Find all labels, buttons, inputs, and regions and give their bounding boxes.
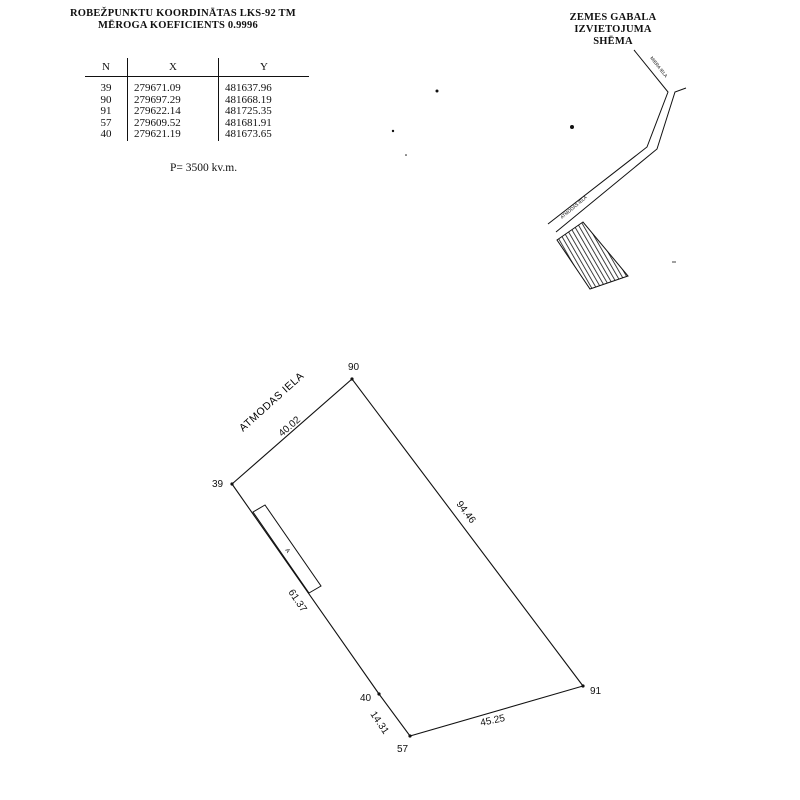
length-40-57: 14.31 (368, 710, 391, 737)
cell-y: 481681.91 (218, 117, 309, 129)
coordinates-table: N X Y 39 279671.09 481637.96 90 279697.2… (85, 58, 309, 141)
building-marker: A (283, 548, 290, 555)
cell-n: 57 (100, 116, 112, 129)
scan-specks (391, 89, 574, 156)
scheme-title-line1: ZEMES GABALA IZVIETOJUMA (569, 12, 657, 35)
street-edge-left (547, 49, 669, 225)
coordinates-title: ROBEŽPUNKTU KOORDINĀTAS LKS-92 TM MĒROGA… (70, 8, 296, 32)
point-90-dot (350, 377, 354, 381)
length-57-91: 45.25 (479, 713, 506, 729)
point-40-dot (377, 692, 381, 696)
length-39-90: 40.02 (277, 414, 303, 439)
coordinates-title-line2: MĒROGA KOEFICIENTS 0.9996 (98, 20, 258, 31)
table-row: 90 279697.29 481668.19 (85, 93, 309, 106)
length-39-40: 61.37 (286, 588, 309, 615)
coordinates-table-header: N X Y (85, 58, 309, 77)
header-x: X (127, 58, 219, 77)
cell-n: 90 (100, 93, 112, 106)
cell-x: 279671.09 (127, 76, 219, 95)
cell-y: 481725.35 (218, 105, 309, 118)
table-row: 39 279671.09 481637.96 (85, 76, 309, 95)
point-label-39: 39 (212, 479, 224, 490)
schematic-street-label-upper: MIERA IELA (649, 56, 668, 79)
cell-y: 481668.19 (218, 94, 309, 106)
cell-y: 481637.96 (218, 76, 309, 95)
cell-n: 39 (100, 82, 112, 94)
table-row: 91 279622.14 481725.35 (85, 105, 309, 118)
parcel-boundary (231, 378, 584, 737)
header-y: Y (218, 58, 309, 77)
point-91-dot (581, 684, 585, 688)
cell-x: 279697.29 (127, 94, 219, 106)
table-row: 57 279609.52 481681.91 (85, 116, 309, 129)
cell-y: 481673.65 (218, 128, 309, 141)
parcel-location-hatched (556, 221, 629, 290)
cell-n: 40 (100, 128, 112, 140)
point-label-91: 91 (590, 686, 602, 697)
boundary-lines (231, 378, 584, 737)
coordinates-title-line1: ROBEŽPUNKTU KOORDINĀTAS LKS-92 TM (70, 8, 296, 19)
point-57-dot (408, 734, 412, 738)
area-label: P= 3500 kv.m. (170, 162, 238, 174)
scheme-title: ZEMES GABALA IZVIETOJUMA SHĒMA (533, 12, 693, 48)
point-label-90: 90 (348, 362, 360, 373)
location-schematic (547, 49, 687, 290)
street-edge-right (555, 87, 687, 233)
cell-n: 91 (100, 105, 112, 117)
boundary-points (230, 377, 585, 738)
schematic-street-label-lower: ATMODAS IELA (559, 195, 587, 220)
header-n: N (85, 58, 128, 77)
cell-x: 279622.14 (127, 105, 219, 118)
cell-x: 279621.19 (127, 128, 219, 141)
building-outline (252, 504, 322, 594)
length-90-91: 94.46 (454, 499, 478, 526)
table-row: 40 279621.19 481673.65 (85, 128, 309, 141)
cell-x: 279609.52 (127, 117, 219, 129)
point-label-57: 57 (397, 744, 409, 755)
point-label-40: 40 (360, 693, 372, 704)
point-39-dot (230, 482, 234, 486)
scheme-title-line2: SHĒMA (593, 36, 633, 47)
